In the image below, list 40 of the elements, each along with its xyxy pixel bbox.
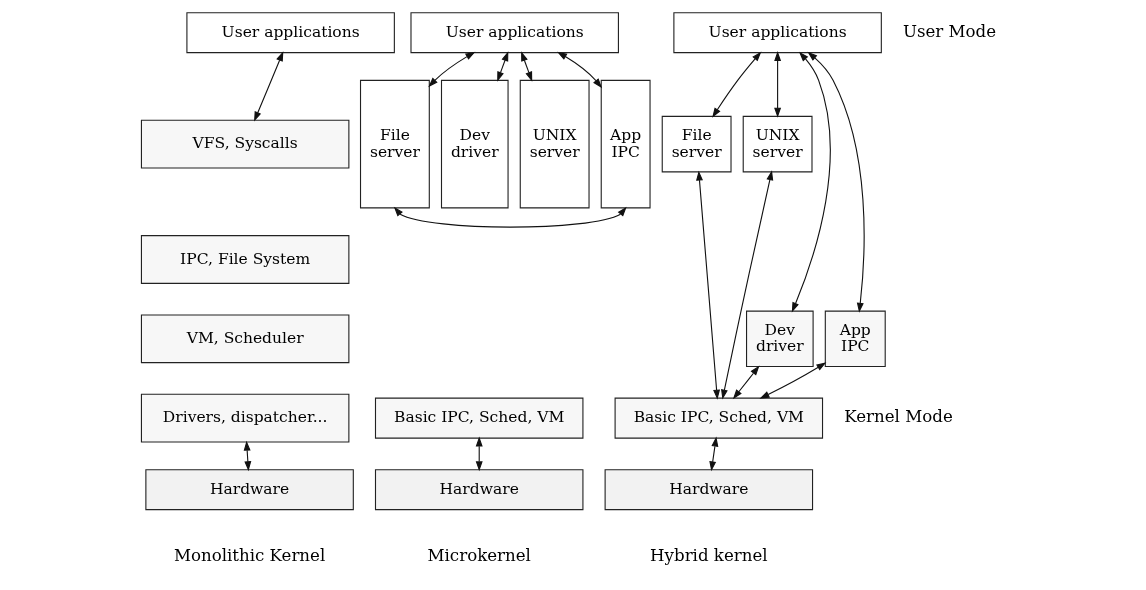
node-box: App IPC bbox=[600, 79, 651, 209]
node-box: Hardware bbox=[144, 469, 354, 511]
node-box: UNIX server bbox=[519, 79, 590, 209]
arrow bbox=[773, 51, 781, 118]
label: Microkernel bbox=[427, 546, 531, 566]
node-box: Dev driver bbox=[745, 310, 814, 368]
node-box: VM, Scheduler bbox=[140, 314, 349, 364]
arrow bbox=[253, 51, 283, 122]
arrow bbox=[732, 365, 760, 400]
arrow bbox=[695, 170, 720, 400]
node-box: UNIX server bbox=[742, 115, 813, 173]
label: Hybrid kernel bbox=[649, 546, 768, 566]
node-box: User applications bbox=[409, 12, 619, 54]
node-box: IPC, File System bbox=[140, 235, 349, 284]
node-box: Hardware bbox=[604, 469, 813, 511]
arrow bbox=[520, 51, 532, 82]
arrow bbox=[496, 51, 508, 82]
arrow bbox=[708, 436, 718, 472]
node-box: App IPC bbox=[824, 310, 886, 368]
label: Kernel Mode bbox=[843, 407, 953, 427]
arrow bbox=[427, 51, 475, 88]
node-box: Basic IPC, Sched, VM bbox=[614, 397, 823, 439]
node-box: Basic IPC, Sched, VM bbox=[374, 397, 583, 439]
label: User Mode bbox=[902, 21, 996, 41]
node-box: User applications bbox=[185, 12, 395, 54]
node-box: File server bbox=[359, 79, 430, 209]
label: Monolithic Kernel bbox=[173, 546, 325, 566]
node-box: Dev driver bbox=[440, 79, 509, 209]
arrow bbox=[720, 170, 773, 400]
arrow bbox=[791, 51, 831, 313]
arrow bbox=[393, 206, 627, 228]
node-box: VFS, Syscalls bbox=[140, 119, 349, 169]
node-box: Hardware bbox=[374, 469, 583, 511]
node-box: User applications bbox=[672, 12, 882, 54]
arrow bbox=[711, 51, 761, 118]
node-box: File server bbox=[661, 115, 732, 173]
arrow bbox=[758, 362, 826, 399]
node-box: Drivers, dispatcher... bbox=[140, 393, 349, 443]
arrow bbox=[806, 51, 865, 313]
arrow bbox=[556, 51, 602, 89]
